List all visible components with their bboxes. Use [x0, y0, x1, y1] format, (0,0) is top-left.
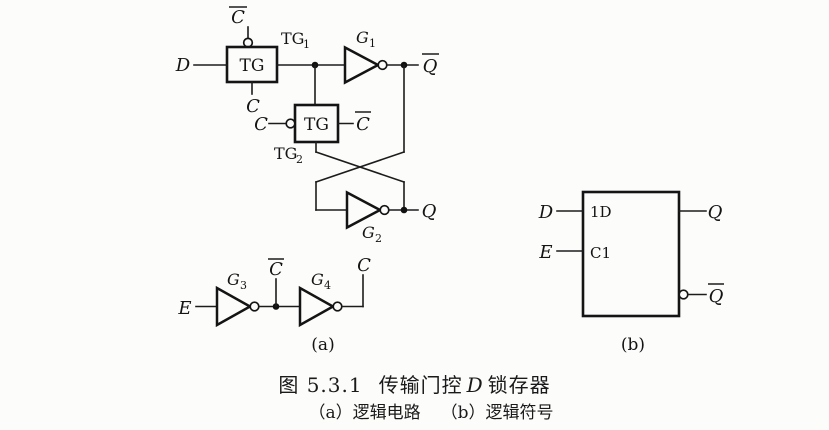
c-out-label: C [357, 255, 371, 276]
g1-inverter-triangle [343, 45, 381, 85]
figure-number: 图 5.3.1 [278, 373, 363, 397]
c-tg2-input-label: C [254, 114, 268, 135]
g3-label: G [227, 270, 240, 289]
figure-caption-subtitles: （a）逻辑电路 （b）逻辑符号 [0, 398, 829, 423]
g2-label: G [362, 223, 375, 242]
symbol-port-1d: 1D [590, 203, 612, 221]
symbol-qbar-label: Q [709, 286, 724, 307]
g1-label: G [356, 28, 369, 47]
g1-label-sub: 1 [369, 37, 376, 50]
caption-sub-a: （a）逻辑电路 [308, 403, 421, 423]
tg2-name-label: TG [274, 144, 297, 163]
symbol-d-label: D [538, 202, 554, 223]
symbol-qbar-bubble [678, 289, 689, 300]
g4-label-sub: 4 [324, 279, 331, 292]
c-bottom-tg1-label: C [246, 96, 260, 117]
c-bar-top-label: C [231, 7, 245, 28]
g3-label-sub: 3 [240, 279, 247, 292]
c-bar-tg2-label: C [356, 114, 370, 135]
g2-label-sub: 2 [375, 232, 382, 245]
g4-inverter-triangle [298, 285, 336, 328]
symbol-q-label: Q [708, 202, 723, 223]
g1-output-bubble [377, 59, 388, 71]
tg2-box-text: TG [304, 115, 329, 135]
caption-sub-b: （b）逻辑符号 [440, 403, 554, 423]
symbol-port-c1: C1 [590, 244, 611, 262]
g4-label: G [311, 270, 324, 289]
wire-cross-qbar-to-g2 [314, 150, 406, 184]
d-input-label: D [175, 55, 191, 76]
q-junction [400, 206, 408, 214]
caption-title-variable: D [466, 373, 484, 397]
caption-title-suffix: 锁存器 [487, 373, 551, 397]
g3-inverter-triangle [215, 285, 253, 328]
tg1-name-label: TG [281, 29, 304, 48]
tg1-name-sub: 1 [303, 38, 310, 51]
symbol-e-label: E [538, 242, 552, 263]
g2-output-bubble [379, 204, 390, 216]
e-input-label: E [177, 298, 191, 319]
part-b-label: (b) [621, 335, 645, 355]
g3-output-bubble [249, 301, 260, 312]
c-bar-mid-label: C [269, 259, 283, 280]
latch-symbol-box [581, 190, 681, 318]
part-a-label: (a) [311, 335, 334, 355]
g4-output-bubble [332, 301, 343, 312]
tg2-left-bubble [285, 118, 296, 129]
tg2-name-sub: 2 [296, 153, 303, 166]
g2-inverter-triangle [345, 190, 383, 230]
qbar-output-label: Q [423, 56, 438, 77]
q-output-label: Q [422, 201, 437, 222]
tg1-box-text: TG [240, 56, 265, 76]
caption-title-prefix: 传输门控 [378, 373, 463, 397]
